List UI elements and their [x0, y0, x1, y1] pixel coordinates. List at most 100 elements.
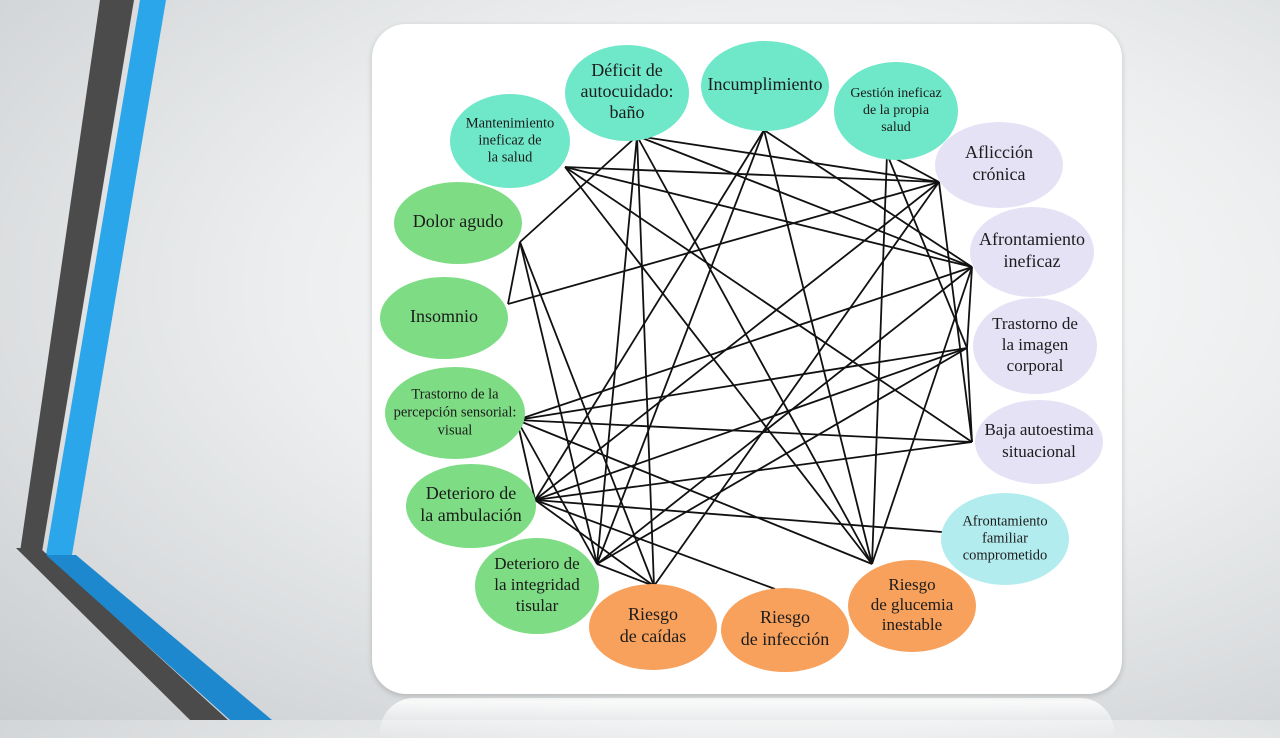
node-ellipse-afliccion: [935, 122, 1063, 208]
node-ellipse-infeccion: [721, 588, 849, 672]
edge-ambulacion-caidas: [534, 499, 655, 587]
node-ellipse-ambulacion: [406, 464, 536, 548]
node-label-glucemia-line-0: Riesgo: [888, 575, 935, 594]
node-label-infeccion-line-0: Riesgo: [760, 607, 810, 627]
node-label-deficit-line-1: autocuidado:: [581, 81, 674, 101]
accent-stripe-dark-lower: [16, 548, 228, 720]
node-label-deficit-line-0: Déficit de: [591, 60, 662, 80]
edge-percepcion-ambulacion: [516, 419, 536, 501]
node-label-familiar-line-0: Afrontamiento: [962, 513, 1047, 529]
node-label-gestion-line-1: de la propia: [863, 103, 930, 118]
accent-stripe-blue-lower: [46, 555, 272, 720]
node-label-mantenimiento-line-2: la salud: [488, 149, 533, 165]
node-label-deficit-line-2: baño: [610, 102, 645, 122]
node-label-integridad-line-0: Deterioro de: [494, 554, 579, 573]
edge-gestion-trastorno-imagen: [886, 153, 968, 349]
node-label-familiar-line-2: comprometido: [963, 547, 1048, 563]
node-label-gestion-line-2: salud: [881, 120, 911, 135]
node-label-autoestima-line-0: Baja autoestima: [984, 420, 1094, 439]
edge-afliccion-caidas: [653, 181, 940, 587]
node-ellipse-percepcion: [385, 367, 525, 459]
edge-autoestima-percepcion: [516, 419, 973, 443]
node-label-caidas-line-1: de caídas: [620, 626, 686, 646]
node-label-dolor-line-0: Dolor agudo: [413, 211, 503, 231]
accent-stripe-blue: [46, 0, 166, 555]
node-label-afliccion-line-1: crónica: [973, 164, 1026, 184]
node-integridad: Deterioro de la integridad tisular: [475, 538, 599, 634]
edge-afrontamiento-trastorno-imagen: [966, 266, 973, 349]
node-label-afrontamiento-line-0: Afrontamiento: [979, 229, 1085, 249]
card-reflection: [380, 698, 1114, 738]
edge-gestion-glucemia: [871, 153, 888, 565]
edge-percepcion-integridad: [516, 419, 598, 565]
node-label-infeccion-line-1: de infección: [741, 629, 829, 649]
node-label-integridad-line-2: tisular: [516, 596, 559, 615]
node-ellipse-familiar: [941, 493, 1069, 585]
node-ellipse-mantenimiento: [450, 94, 570, 188]
edge-afliccion-insomnio: [507, 181, 940, 305]
node-label-afrontamiento-line-1: ineficaz: [1004, 251, 1061, 271]
node-label-glucemia-line-2: inestable: [882, 615, 942, 634]
edge-afrontamiento-percepcion: [516, 266, 973, 421]
node-insomnio: Insomnio: [380, 277, 508, 359]
node-ellipse-gestion: [834, 62, 958, 160]
node-percepcion: Trastorno de la percepción sensorial: visu…: [385, 367, 525, 459]
edge-afliccion-autoestima: [938, 181, 973, 443]
node-label-percepcion-line-2: visual: [438, 422, 473, 438]
node-label-glucemia-line-1: de glucemia: [871, 595, 954, 614]
accent-stripe-dark: [20, 0, 134, 552]
edge-deficit-dolor: [519, 135, 638, 243]
node-label-percepcion-line-0: Trastorno de la: [411, 386, 499, 402]
edge-deficit-glucemia: [636, 135, 873, 565]
edge-ambulacion-infeccion: [534, 499, 776, 590]
edge-deficit-afrontamiento: [636, 135, 973, 268]
node-label-mantenimiento-line-0: Mantenimiento: [466, 115, 555, 131]
edge-trastorno-imagen-ambulacion: [534, 347, 968, 501]
node-ellipse-dolor: [394, 182, 522, 264]
node-label-ambulacion-line-1: la ambulación: [420, 505, 521, 525]
node-label-incumplimiento-line-0: Incumplimiento: [708, 74, 823, 94]
node-ellipse-deficit: [565, 45, 689, 141]
node-ellipse-caidas: [589, 584, 717, 670]
edge-dolor-insomnio: [507, 241, 521, 305]
edge-mantenimiento-glucemia: [564, 166, 873, 565]
node-dolor: Dolor agudo: [394, 182, 522, 264]
edge-incumplimiento-ambulacion: [534, 129, 765, 501]
node-trastorno-imagen: Trastorno de la imagen corporal: [973, 298, 1097, 394]
edge-afrontamiento-integridad: [596, 266, 973, 565]
node-label-percepcion-line-1: percepción sensorial:: [394, 404, 517, 420]
node-label-trastorno-imagen-line-0: Trastorno de: [992, 314, 1078, 333]
edge-trastorno-imagen-percepcion: [516, 347, 968, 421]
node-label-trastorno-imagen-line-1: la imagen: [1002, 335, 1069, 354]
edge-deficit-integridad: [596, 135, 638, 565]
slide-background-decoration: [16, 0, 272, 720]
node-incumplimiento: Incumplimiento: [701, 41, 829, 131]
edge-familiar-ambulacion: [534, 499, 943, 533]
node-label-mantenimiento-line-1: ineficaz de: [478, 132, 541, 148]
edge-autoestima-ambulacion: [534, 441, 973, 501]
edge-integridad-caidas: [596, 563, 655, 587]
node-label-insomnio-line-0: Insomnio: [410, 306, 478, 326]
node-label-autoestima-line-1: situacional: [1002, 442, 1076, 461]
edge-deficit-afliccion: [636, 135, 940, 183]
node-label-integridad-line-1: la integridad: [494, 575, 580, 594]
edge-dolor-caidas: [519, 241, 655, 587]
node-label-afliccion-line-0: Aflicción: [965, 142, 1033, 162]
edge-incumplimiento-integridad: [596, 129, 765, 565]
edge-afrontamiento-glucemia: [871, 266, 973, 565]
node-ellipse-insomnio: [380, 277, 508, 359]
edge-percepcion-glucemia: [516, 419, 873, 565]
node-label-trastorno-imagen-line-2: corporal: [1007, 356, 1064, 375]
node-autoestima: Baja autoestima situacional: [975, 400, 1103, 484]
